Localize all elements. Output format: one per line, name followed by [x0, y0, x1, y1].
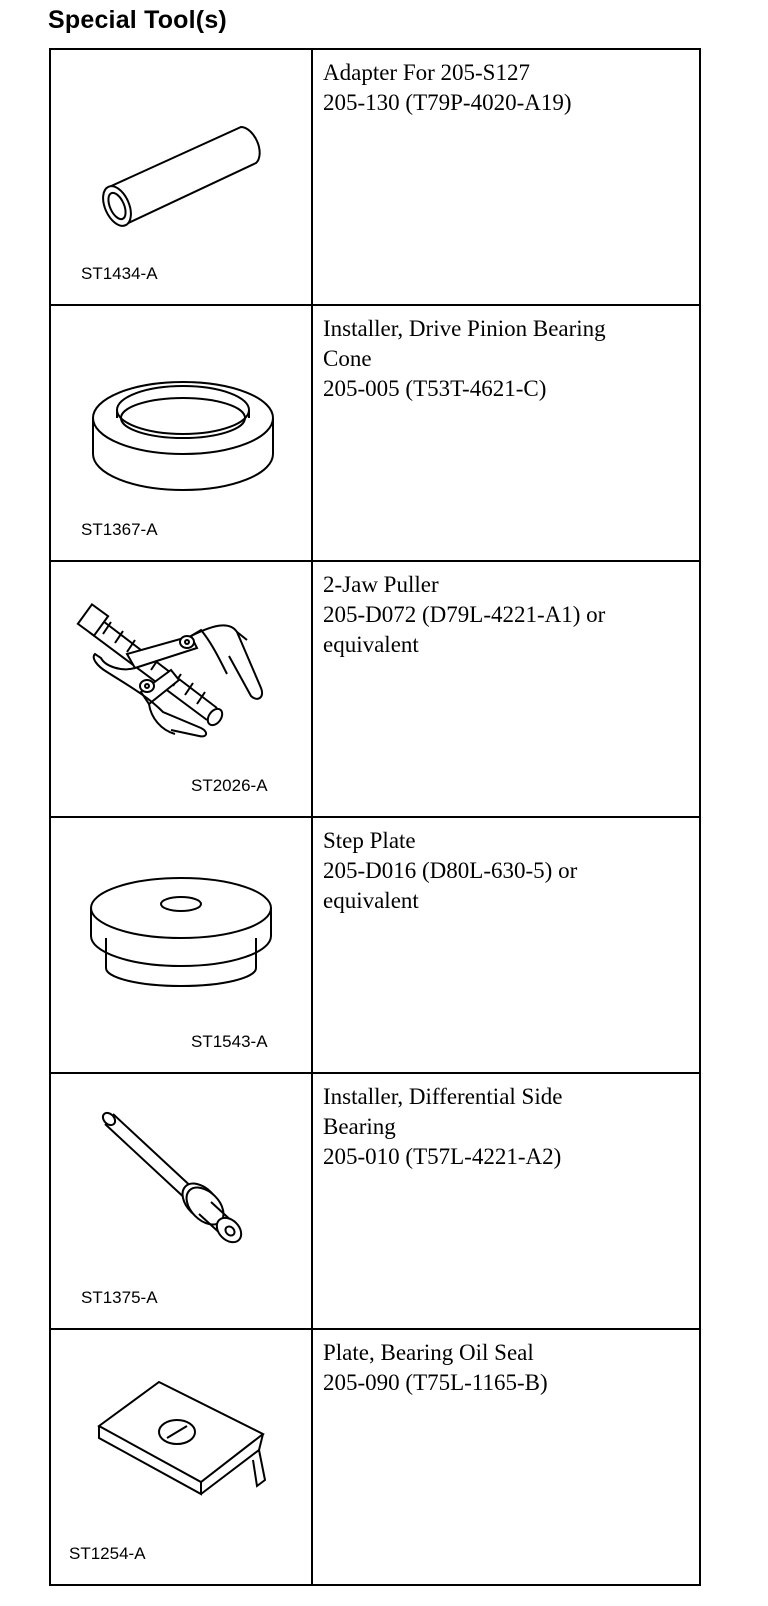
oil-seal-plate-illustration: [97, 1380, 267, 1496]
tool-code: ST1543-A: [191, 1032, 268, 1051]
tool-illustration-cell: ST1254-A: [49, 1328, 313, 1586]
tool-illustration-cell: ST1434-A: [49, 48, 313, 306]
table-row: ST2026-A 2-Jaw Puller 205-D072 (D79L-422…: [49, 560, 701, 818]
special-tools-table: ST1434-A Adapter For 205-S127 205-130 (T…: [49, 48, 701, 1586]
adapter-tube-illustration: [102, 125, 261, 227]
table-row: ST1434-A Adapter For 205-S127 205-130 (T…: [49, 48, 701, 306]
two-jaw-puller-illustration: [76, 603, 263, 738]
tool-code: ST1434-A: [81, 264, 158, 283]
tool-code: ST2026-A: [191, 776, 268, 795]
tool-description: Plate, Bearing Oil Seal 205-090 (T75L-11…: [311, 1328, 701, 1586]
table-row: ST1375-A Installer, Differential Side Be…: [49, 1072, 701, 1330]
table-row: ST1543-A Step Plate 205-D016 (D80L-630-5…: [49, 816, 701, 1074]
tool-illustration-cell: ST1367-A: [49, 304, 313, 562]
table-row: ST1254-A Plate, Bearing Oil Seal 205-090…: [49, 1328, 701, 1586]
tool-code: ST1375-A: [81, 1288, 158, 1307]
tool-description: Installer, Differential Side Bearing 205…: [311, 1072, 701, 1330]
tool-code: ST1254-A: [69, 1544, 146, 1563]
tool-description: 2-Jaw Puller 205-D072 (D79L-4221-A1) or …: [311, 560, 701, 818]
table-row: ST1367-A Installer, Drive Pinion Bearing…: [49, 304, 701, 562]
tool-description: Step Plate 205-D016 (D80L-630-5) or equi…: [311, 816, 701, 1074]
tool-illustration-cell: ST1375-A: [49, 1072, 313, 1330]
side-bearing-installer-illustration: [101, 1111, 243, 1244]
tool-code: ST1367-A: [81, 520, 158, 539]
tool-description: Installer, Drive Pinion Bearing Cone 205…: [311, 304, 701, 562]
page-title: Special Tool(s): [48, 6, 227, 34]
bearing-cone-installer-illustration: [92, 381, 274, 491]
tool-description: Adapter For 205-S127 205-130 (T79P-4020-…: [311, 48, 701, 306]
step-plate-illustration: [90, 877, 272, 987]
tool-illustration-cell: ST2026-A: [49, 560, 313, 818]
tool-illustration-cell: ST1543-A: [49, 816, 313, 1074]
